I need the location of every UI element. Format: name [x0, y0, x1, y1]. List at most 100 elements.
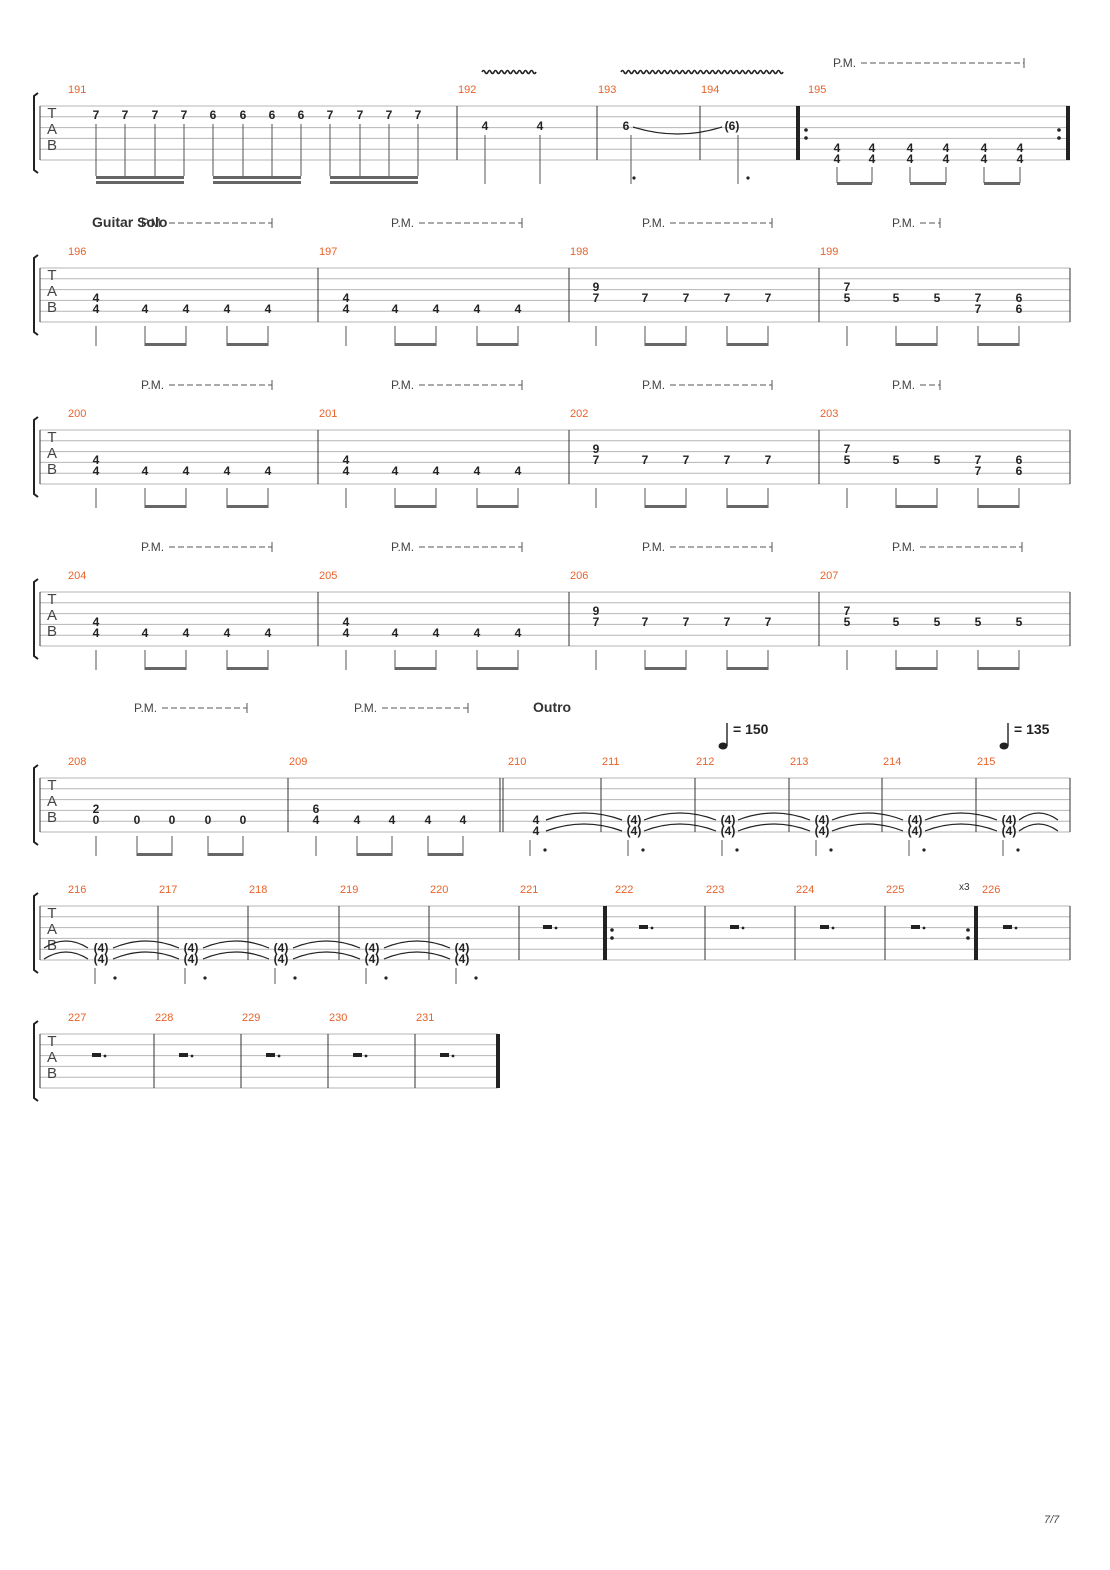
measure-number: 211 — [602, 756, 620, 768]
measure-number: 229 — [242, 1012, 260, 1024]
measure-number: 224 — [796, 884, 814, 896]
fret-number: 5 — [893, 453, 900, 467]
final-barline — [496, 1034, 500, 1088]
fret-number: 4 — [343, 453, 350, 467]
fret-number: 7 — [593, 453, 600, 467]
tab-clef-letter: A — [47, 793, 57, 810]
fret-number: (4) — [1002, 813, 1017, 827]
tab-clef-letter: T — [47, 905, 56, 922]
system-bracket — [33, 764, 39, 846]
measure-number: 210 — [508, 756, 526, 768]
half-rest — [1003, 925, 1012, 929]
fret-number: 4 — [93, 626, 100, 640]
palm-mute-label: P.M. — [141, 378, 164, 392]
fret-number: 7 — [975, 453, 982, 467]
tie-arc — [383, 951, 451, 960]
fret-number: 4 — [533, 813, 540, 827]
beam — [227, 505, 268, 508]
measure-number: 204 — [68, 570, 86, 582]
fret-number: 4 — [943, 141, 950, 155]
measure-number: 214 — [883, 756, 901, 768]
fret-number: 7 — [844, 604, 851, 618]
fret-number: (4) — [365, 952, 380, 966]
tempo-mark: = 150 — [733, 721, 769, 737]
palm-mute-label: P.M. — [391, 378, 414, 392]
tie-arc — [545, 823, 623, 832]
fret-number: (4) — [184, 952, 199, 966]
section-label: Guitar Solo — [92, 214, 167, 230]
beam — [145, 343, 186, 346]
fret-number: (4) — [274, 941, 289, 955]
tab-clef-letter: A — [47, 445, 57, 462]
tab-clef-letter: B — [47, 461, 57, 478]
duration-dot — [632, 176, 636, 180]
measure-number: 203 — [820, 408, 838, 420]
measure-number: 209 — [289, 756, 307, 768]
beam — [978, 667, 1019, 670]
rest-dot — [922, 926, 926, 930]
fret-number: 4 — [313, 813, 320, 827]
palm-mute-label: P.M. — [833, 56, 856, 70]
measure-number: 196 — [68, 246, 86, 258]
rest-dot — [554, 926, 558, 930]
duration-dot — [735, 848, 739, 852]
fret-number: 4 — [343, 464, 350, 478]
fret-number: 4 — [834, 141, 841, 155]
repeat-dot — [1057, 136, 1061, 140]
fret-number: 0 — [169, 813, 176, 827]
beam-16th — [96, 176, 184, 179]
fret-number: 6 — [1016, 302, 1023, 316]
tie-arc — [112, 940, 180, 949]
system-bracket — [33, 416, 39, 498]
beam — [145, 667, 186, 670]
tempo-mark: = 135 — [1014, 721, 1050, 737]
beam — [978, 343, 1019, 346]
fret-number: 0 — [93, 813, 100, 827]
palm-mute-label: P.M. — [892, 216, 915, 230]
system-bracket — [33, 92, 39, 174]
tie-arc — [737, 812, 811, 821]
tie-arc — [632, 126, 723, 135]
fret-number: 7 — [642, 453, 649, 467]
fret-number: 4 — [981, 152, 988, 166]
rest-dot — [451, 1054, 455, 1058]
fret-number: 4 — [93, 615, 100, 629]
duration-dot — [746, 176, 750, 180]
tab-clef-letter: A — [47, 121, 57, 138]
tempo-note-head — [999, 742, 1009, 750]
fret-number: 4 — [943, 152, 950, 166]
beam — [645, 505, 686, 508]
beam — [645, 343, 686, 346]
fret-number: 4 — [224, 464, 231, 478]
measure-number: 199 — [820, 246, 838, 258]
fret-number: 7 — [975, 464, 982, 478]
measure-number: 191 — [68, 84, 86, 96]
fret-number: 4 — [142, 302, 149, 316]
system-bracket — [33, 254, 39, 336]
tie-arc — [112, 951, 180, 960]
tie-arc — [924, 823, 998, 832]
fret-number: 7 — [683, 453, 690, 467]
beam — [645, 667, 686, 670]
beam-16th — [96, 181, 184, 184]
system-bracket — [33, 892, 39, 974]
half-rest — [730, 925, 739, 929]
fret-number: 7 — [593, 615, 600, 629]
beam — [477, 505, 518, 508]
beam — [395, 667, 436, 670]
beam — [910, 182, 946, 185]
half-rest — [353, 1053, 362, 1057]
fret-number: 4 — [183, 464, 190, 478]
fret-number: 7 — [724, 291, 731, 305]
fret-number: 6 — [623, 119, 630, 133]
palm-mute-label: P.M. — [642, 378, 665, 392]
fret-number: (4) — [1002, 824, 1017, 838]
measure-number: 218 — [249, 884, 267, 896]
system-bracket — [33, 578, 39, 660]
tie-arc — [43, 940, 89, 949]
tab-clef-letter: T — [47, 429, 56, 446]
beam-16th — [213, 176, 301, 179]
tie-arc — [737, 823, 811, 832]
half-rest — [911, 925, 920, 929]
fret-number: 7 — [683, 615, 690, 629]
